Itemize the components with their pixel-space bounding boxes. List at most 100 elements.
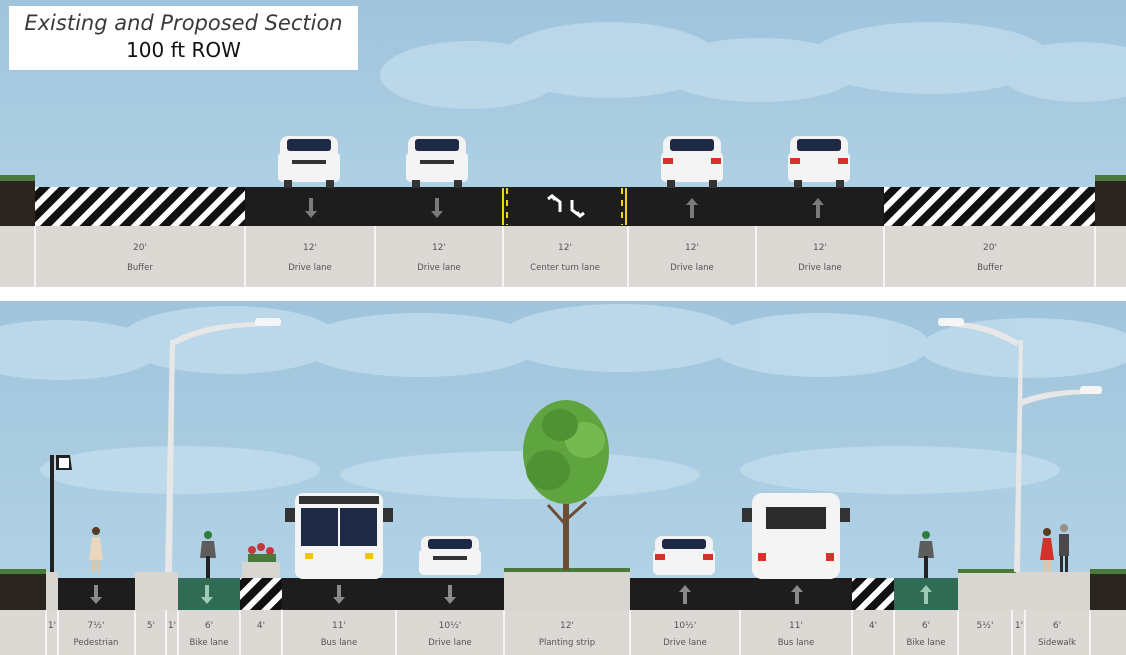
segment-name: Drive lane — [663, 638, 707, 648]
segment-width: 1' — [1015, 621, 1023, 631]
existing-dividers — [34, 226, 1096, 287]
title-line-2-overlay: 100 ft ROW — [126, 38, 241, 62]
existing-right-curb — [1095, 178, 1126, 226]
segment-name: Drive lane — [288, 263, 332, 273]
segment-width: 11' — [789, 621, 803, 631]
existing-lane-arrows — [305, 198, 824, 218]
segment-width: 12' — [432, 243, 446, 253]
segment-width: 20' — [983, 243, 997, 253]
car-icon — [653, 536, 715, 575]
segment-name: Center turn lane — [530, 263, 600, 273]
proposed-clouds — [0, 304, 1126, 499]
segment-name: Buffer — [977, 263, 1003, 273]
car-icon — [661, 136, 723, 188]
segment-width: 12' — [558, 243, 572, 253]
existing-section: 20' Buffer 12' Drive lane 12' Drive lane… — [0, 0, 1126, 287]
lamp-posts — [50, 318, 1102, 572]
car-icon — [419, 536, 481, 575]
proposed-right-curb — [1090, 572, 1126, 610]
proposed-ground — [0, 610, 1126, 655]
segment-width: 6' — [1053, 621, 1061, 631]
tree-icon — [523, 400, 609, 570]
segment-name: Pedestrian — [74, 638, 119, 648]
proposed-left-curb — [0, 572, 46, 610]
turn-arrows-icon — [547, 193, 585, 219]
segment-width: 12' — [560, 621, 574, 631]
cyclist-icon — [200, 531, 216, 578]
segment-width: 1' — [48, 621, 56, 631]
arrow-down-icon — [333, 585, 345, 604]
right-bike-buffer — [852, 578, 894, 610]
segment-width: 10½' — [439, 621, 462, 631]
cyclist-icon — [918, 531, 934, 578]
existing-left-curb — [0, 178, 35, 226]
title-overlay: Existing and Proposed Section 100 ft ROW — [9, 6, 358, 70]
segment-name: Bike lane — [190, 638, 229, 648]
curb-strip — [135, 572, 178, 610]
arrow-down-icon — [201, 585, 213, 604]
proposed-lane-arrows — [90, 585, 932, 604]
segment-name: Drive lane — [798, 263, 842, 273]
segment-width: 12' — [303, 243, 317, 253]
left-bike-buffer — [240, 578, 282, 610]
pedestrian-icon — [89, 527, 103, 572]
pedestrian-icon — [1040, 524, 1069, 572]
bus-icon — [742, 493, 850, 579]
proposed-section: 1' 7½' Pedestrian 5' 1' 6' Bike lane 4' … — [0, 301, 1126, 655]
segment-width: 5' — [147, 621, 155, 631]
segment-width: 11' — [332, 621, 346, 631]
segment-width: 4' — [869, 621, 877, 631]
arrow-up-icon — [679, 585, 691, 604]
street-light-pole-icon — [165, 318, 281, 572]
bus-icon — [285, 493, 393, 579]
segment-name: Buffer — [127, 263, 153, 273]
arrow-down-icon — [444, 585, 456, 604]
segment-name: Drive lane — [417, 263, 461, 273]
planter-box — [242, 562, 280, 578]
arrow-up-icon — [812, 198, 824, 218]
car-icon — [406, 136, 468, 188]
arrow-up-icon — [920, 585, 932, 604]
existing-labels: 20' Buffer 12' Drive lane 12' Drive lane… — [127, 243, 1003, 273]
existing-clouds — [380, 22, 1126, 109]
arrow-down-icon — [305, 198, 317, 218]
segment-name: Drive lane — [670, 263, 714, 273]
existing-cars — [278, 136, 850, 188]
segment-name: Bike lane — [907, 638, 946, 648]
segment-width: 10½' — [674, 621, 697, 631]
street-lamp-icon — [50, 455, 72, 572]
arrow-down-icon — [431, 198, 443, 218]
segment-width: 4' — [257, 621, 265, 631]
segment-width: 20' — [133, 243, 147, 253]
segment-width: 6' — [922, 621, 930, 631]
arrow-up-icon — [791, 585, 803, 604]
car-icon — [278, 136, 340, 188]
segment-width: 7½' — [88, 621, 105, 631]
right-sidewalk — [958, 572, 1090, 610]
segment-name: Planting strip — [539, 638, 595, 648]
segment-width: 5½' — [977, 621, 994, 631]
segment-width: 12' — [813, 243, 827, 253]
segment-name: Drive lane — [428, 638, 472, 648]
proposed-dividers — [45, 610, 1091, 655]
arrow-up-icon — [686, 198, 698, 218]
westbound-lanes — [282, 578, 504, 610]
existing-roadway — [245, 187, 884, 226]
segment-name: Bus lane — [778, 638, 815, 648]
existing-right-buffer — [884, 187, 1095, 226]
segment-name: Sidewalk — [1038, 638, 1076, 648]
proposed-labels: 1' 7½' Pedestrian 5' 1' 6' Bike lane 4' … — [48, 621, 1076, 648]
segment-width: 1' — [168, 621, 176, 631]
street-light-pole-icon — [938, 318, 1102, 572]
car-icon — [788, 136, 850, 188]
arrow-down-icon — [90, 585, 102, 604]
planting-strip — [504, 570, 630, 610]
segment-name: Bus lane — [321, 638, 358, 648]
existing-ground — [0, 226, 1126, 287]
turn-lane-markings — [502, 188, 627, 225]
segment-width: 12' — [685, 243, 699, 253]
segment-width: 6' — [205, 621, 213, 631]
title-line-1-overlay: Existing and Proposed Section — [24, 11, 343, 35]
